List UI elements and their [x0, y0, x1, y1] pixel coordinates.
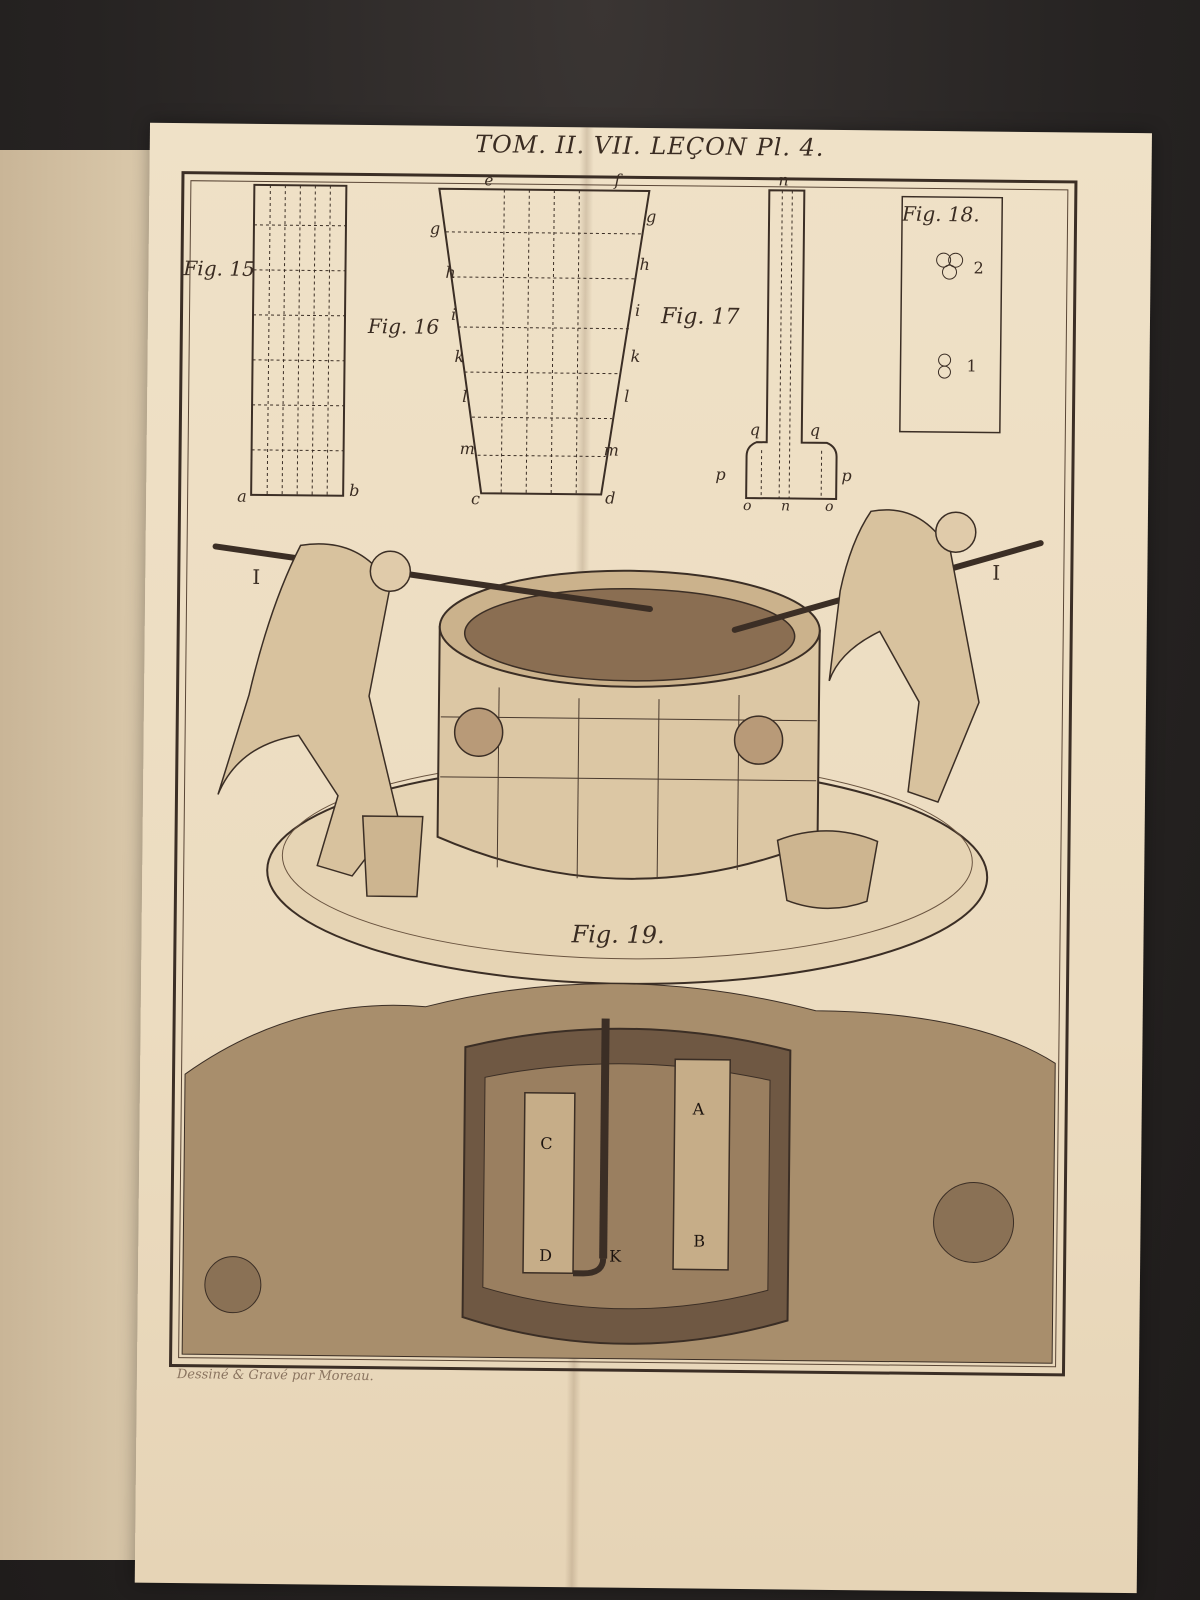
letter-h-right: h	[639, 254, 650, 274]
letter-k-right: k	[630, 346, 641, 366]
lever-label-left: I	[252, 564, 261, 589]
engraving-drawing	[181, 183, 1056, 1364]
fig17-column	[745, 189, 838, 500]
fig18-box	[899, 195, 1004, 434]
fig19-well-scene	[212, 509, 1044, 985]
letter-p-left: p	[715, 464, 726, 484]
engraver-credit: Dessiné & Gravé par Moreau.	[176, 1367, 374, 1385]
letter-q-left: q	[749, 420, 761, 440]
pump-letter-A: A	[692, 1099, 705, 1119]
fig18-label: Fig. 18.	[901, 201, 980, 227]
letter-i-right: i	[634, 300, 641, 320]
letter-c: c	[471, 489, 481, 509]
lever-label-right: I	[992, 560, 1001, 585]
underground-section	[181, 983, 1056, 1364]
number-2: 2	[973, 258, 984, 278]
letter-f: f	[614, 170, 621, 190]
letter-g-left: g	[429, 218, 441, 238]
letter-b: b	[349, 480, 360, 500]
number-1: 1	[966, 356, 977, 376]
letter-o-left: o	[742, 497, 752, 515]
pump-letter-C: C	[540, 1133, 553, 1154]
pump-letter-B: B	[693, 1231, 706, 1251]
pump-letter-D: D	[539, 1245, 553, 1266]
letter-l-left: l	[462, 387, 468, 407]
letter-o-right: o	[824, 498, 834, 515]
letter-n-bottom: n	[780, 498, 791, 515]
letter-a: a	[237, 486, 247, 506]
letter-p-right: p	[841, 466, 852, 486]
pump-letter-K: K	[609, 1246, 622, 1266]
letter-k-left: k	[454, 346, 465, 367]
fig17-label: Fig. 17	[660, 304, 740, 330]
letter-i-left: i	[450, 304, 457, 324]
letter-g-right: g	[645, 206, 657, 227]
letter-d: d	[605, 488, 616, 508]
plate-frame: Fig. 15 Fig. 16 Fig. 17 Fig. 18. Fig. 19…	[168, 170, 1078, 1377]
letter-e: e	[484, 171, 494, 190]
engraving-plate: TOM. II. VII. LEÇON Pl. 4.	[134, 122, 1152, 1594]
fig15-grid	[250, 183, 348, 497]
letter-n-top: n	[778, 170, 789, 190]
plate-header: TOM. II. VII. LEÇON Pl. 4.	[474, 130, 825, 162]
letter-l-right: l	[624, 386, 630, 406]
letter-h-left: h	[445, 262, 456, 282]
fig16-tapered	[438, 187, 651, 496]
fig19-label: Fig. 19.	[571, 920, 665, 950]
letter-q-right: q	[809, 420, 821, 440]
fig15-label: Fig. 15	[183, 256, 255, 281]
fig16-label: Fig. 16	[367, 314, 440, 339]
letter-m-left: m	[459, 439, 475, 459]
letter-m-right: m	[603, 440, 619, 460]
